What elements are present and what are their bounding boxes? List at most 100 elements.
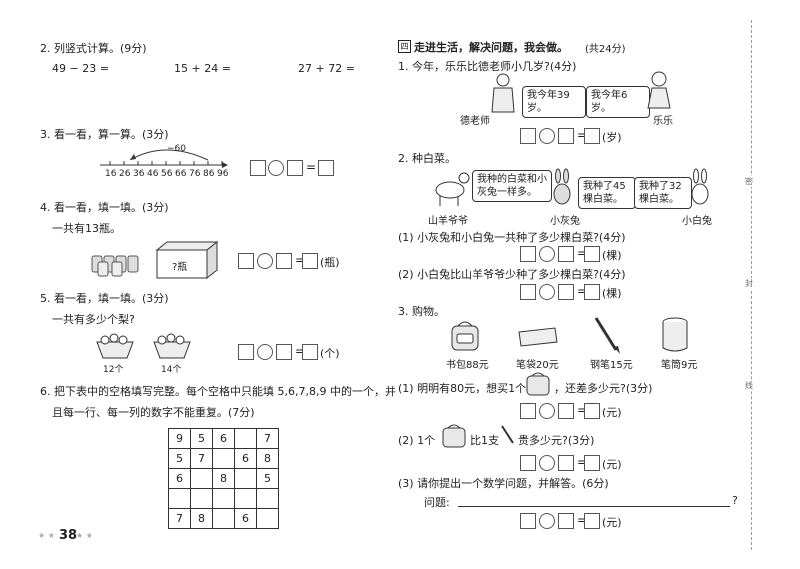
answer-box[interactable] (558, 455, 574, 471)
operator-circle[interactable] (539, 455, 555, 471)
grid-cell: 5 (256, 468, 279, 489)
answer-box[interactable] (584, 455, 600, 471)
grid-row (168, 488, 279, 509)
answer-box[interactable] (520, 284, 536, 300)
grid-cell: 6 (212, 428, 235, 449)
section-title: 走进生活，解决问题，我会做。 (414, 41, 568, 54)
grid-cell: 9 (168, 428, 191, 449)
r-q2-sub2: (2) 小白兔比山羊爷爷少种了多少棵白菜?(4分) (398, 268, 626, 281)
operator-circle[interactable] (257, 253, 273, 269)
tick-76: 76 (189, 169, 201, 179)
answer-box[interactable] (558, 403, 574, 419)
q2-item-1: 49 − 23 = (52, 62, 109, 75)
answer-box[interactable] (318, 160, 334, 176)
grid-cell: 7 (190, 448, 213, 469)
q2-item-2: 15 + 24 = (174, 62, 231, 75)
operator-circle[interactable] (539, 246, 555, 262)
answer-box[interactable] (250, 160, 266, 176)
answer-box[interactable] (558, 513, 574, 529)
answer-box[interactable] (520, 513, 536, 529)
grid-cell[interactable] (234, 468, 257, 489)
schoolbag-icon (526, 372, 550, 396)
answer-box[interactable] (238, 344, 254, 360)
unit-label: (个) (320, 347, 340, 360)
teacher-icon (491, 73, 515, 113)
grid-cell: 8 (256, 448, 279, 469)
operator-circle[interactable] (539, 284, 555, 300)
operator-circle[interactable] (539, 403, 555, 419)
answer-box[interactable] (584, 513, 600, 529)
speech-bubble: 我种的白菜和小灰兔一样多。 (472, 170, 552, 202)
pear-basket-icon (153, 333, 191, 359)
binding-char: 封 (745, 278, 753, 289)
q5-text: 一共有多少个梨? (52, 313, 135, 326)
q4-text: 一共有13瓶。 (52, 222, 121, 235)
q6-line1: 6. 把下表中的空格填写完整。每个空格中只能填 5,6,7,8,9 中的一个，并 (40, 385, 396, 398)
unit-label: (元) (602, 406, 622, 419)
answer-box[interactable] (520, 128, 536, 144)
girl-icon (647, 71, 671, 109)
r-q3-sub1-b: ，还差多少元?(3分) (554, 382, 653, 395)
answer-box[interactable] (558, 284, 574, 300)
r-q3-sub2-b: 比1支 (470, 434, 499, 447)
operator-circle[interactable] (539, 128, 555, 144)
grid-cell[interactable] (234, 428, 257, 449)
answer-box[interactable] (520, 246, 536, 262)
unit-label: (元) (602, 458, 622, 471)
basket-b-label: 14个 (161, 365, 182, 375)
grid-row: 7 8 6 (168, 508, 279, 529)
answer-box[interactable] (584, 284, 600, 300)
answer-box[interactable] (584, 246, 600, 262)
tick-86: 86 (203, 169, 215, 179)
shop-item-label: 笔袋20元 (516, 360, 559, 371)
grid-cell: 7 (256, 428, 279, 449)
answer-box[interactable] (302, 253, 318, 269)
operator-circle[interactable] (257, 344, 273, 360)
unit-label: (棵) (602, 287, 622, 300)
answer-box[interactable] (558, 128, 574, 144)
pencil-case-icon (518, 327, 558, 347)
grid-cell: 8 (212, 468, 235, 489)
box-label: ?瓶 (172, 262, 188, 273)
grid-cell[interactable] (212, 448, 235, 469)
answer-box[interactable] (558, 246, 574, 262)
grid-cell[interactable] (212, 508, 235, 529)
grid-cell: 5 (190, 428, 213, 449)
operator-circle[interactable] (268, 160, 284, 176)
speech-bubble: 我今年39岁。 (522, 86, 586, 118)
answer-box[interactable] (238, 253, 254, 269)
answer-box[interactable] (276, 344, 292, 360)
grid-cell[interactable] (256, 488, 279, 509)
grid-cell[interactable] (168, 488, 191, 509)
grid-cell[interactable] (190, 488, 213, 509)
q6-line2: 且每一行、每一列的数字不能重复。(7分) (52, 406, 255, 419)
r-q2-sub1: (1) 小灰兔和小白兔一共种了多少棵白菜?(4分) (398, 231, 626, 244)
answer-box[interactable] (584, 128, 600, 144)
answer-box[interactable] (302, 344, 318, 360)
r-q3-sub2-a: (2) 1个 (398, 434, 436, 447)
answer-box[interactable] (584, 403, 600, 419)
grid-cell[interactable] (234, 488, 257, 509)
speech-bubble: 我种了32棵白菜。 (634, 177, 692, 209)
grid-cell[interactable] (256, 508, 279, 529)
operator-circle[interactable] (539, 513, 555, 529)
tick-66: 66 (175, 169, 187, 179)
answer-box[interactable] (520, 455, 536, 471)
grid-cell: 6 (234, 448, 257, 469)
pen-icon (594, 317, 620, 354)
grid-cell[interactable] (212, 488, 235, 509)
q3-title: 3. 看一看，算一算。(3分) (40, 128, 169, 141)
question-answer-line[interactable] (458, 506, 730, 507)
question-mark: ? (732, 494, 738, 507)
grid-cell[interactable] (190, 468, 213, 489)
q5-title: 5. 看一看，填一填。(3分) (40, 292, 169, 305)
r-q3-sub3: (3) 请你提出一个数学问题，并解答。(6分) (398, 477, 609, 490)
answer-box[interactable] (276, 253, 292, 269)
q2-item-3: 27 + 72 = (298, 62, 355, 75)
speech-bubble: 我今年6岁。 (586, 86, 650, 118)
answer-box[interactable] (520, 403, 536, 419)
grid-cell: 8 (190, 508, 213, 529)
answer-box[interactable] (287, 160, 303, 176)
schoolbag-icon (442, 424, 466, 448)
